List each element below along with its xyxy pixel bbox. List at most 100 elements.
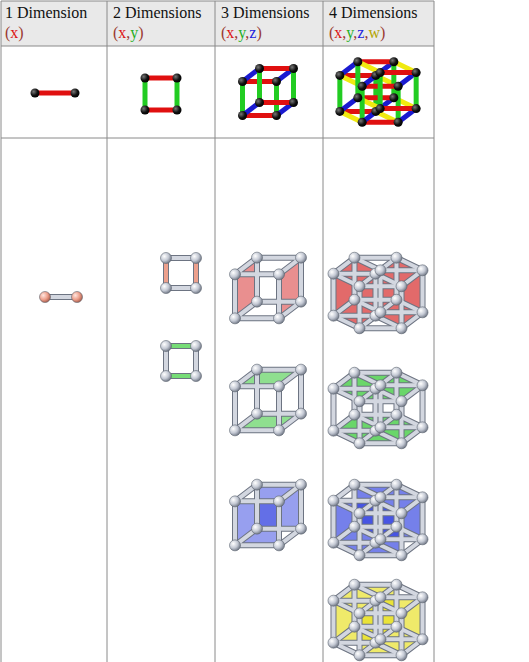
vertex-ball bbox=[328, 310, 339, 321]
vertex-ball bbox=[274, 425, 285, 436]
vertex-ball bbox=[230, 496, 241, 507]
vertex-ball bbox=[274, 269, 285, 280]
rod bbox=[277, 386, 281, 430]
vertex-ball bbox=[328, 537, 339, 548]
vertex-ball bbox=[396, 608, 407, 619]
axis-edge bbox=[145, 108, 177, 113]
vertex-ball bbox=[296, 523, 307, 534]
rod-outline bbox=[298, 485, 304, 529]
axis-edge bbox=[274, 81, 279, 115]
vertex-ball bbox=[354, 508, 365, 519]
vertex-ball bbox=[391, 579, 402, 590]
rod bbox=[381, 383, 423, 387]
vertex-ball bbox=[391, 409, 402, 420]
rod bbox=[381, 268, 423, 272]
vertex-dot bbox=[31, 89, 40, 98]
vertex-dot bbox=[141, 74, 150, 83]
axis-edge bbox=[396, 86, 401, 122]
axis-edge bbox=[257, 69, 262, 103]
rod bbox=[421, 385, 425, 427]
rod-outline bbox=[357, 286, 363, 328]
vertex-dot bbox=[289, 64, 298, 73]
rod bbox=[233, 501, 237, 545]
vertex-ball bbox=[328, 425, 339, 436]
rod-outline bbox=[276, 386, 282, 430]
vertex-dot bbox=[412, 68, 421, 77]
axis-edge bbox=[175, 78, 180, 110]
axis-edge bbox=[240, 81, 245, 115]
grid-line bbox=[1, 46, 434, 47]
rod-outline bbox=[357, 513, 363, 555]
vertex-ball bbox=[230, 269, 241, 280]
vertex-ball bbox=[396, 323, 407, 334]
vertex-ball bbox=[274, 540, 285, 551]
vertex-dot bbox=[289, 98, 298, 107]
vertex-ball bbox=[191, 253, 202, 264]
hypercube-figure bbox=[161, 341, 202, 382]
hypercube-figures bbox=[31, 57, 429, 661]
vertex-ball bbox=[391, 252, 402, 263]
vertex-dot bbox=[376, 68, 385, 77]
column-heading: 4 Dimensions bbox=[329, 4, 417, 22]
rod bbox=[381, 310, 423, 314]
vertex-ball bbox=[328, 268, 339, 279]
rod bbox=[381, 637, 423, 641]
vertex-ball bbox=[349, 621, 360, 632]
vertex-dot bbox=[358, 82, 367, 91]
vertex-ball bbox=[161, 253, 172, 264]
rod-outline bbox=[357, 401, 363, 443]
vertex-ball bbox=[274, 381, 285, 392]
rod bbox=[257, 368, 301, 372]
rod bbox=[255, 485, 259, 529]
axis-edge bbox=[380, 106, 416, 111]
grid-line bbox=[215, 1, 216, 662]
vertex-ball bbox=[417, 492, 428, 503]
column-heading: 3 Dimensions bbox=[221, 4, 309, 22]
vertex-ball bbox=[252, 252, 263, 263]
rod bbox=[235, 428, 279, 432]
rod-outline bbox=[330, 274, 336, 316]
vertex-ball bbox=[375, 634, 386, 645]
rod bbox=[381, 595, 423, 599]
vertex-dot bbox=[353, 57, 362, 66]
rod bbox=[233, 386, 237, 430]
rod bbox=[358, 513, 362, 555]
vertex-dot bbox=[353, 93, 362, 102]
rod bbox=[400, 513, 404, 555]
rod-outline bbox=[330, 601, 336, 643]
vertex-dot bbox=[335, 107, 344, 116]
vertex-ball bbox=[375, 492, 386, 503]
rod-outline bbox=[399, 286, 405, 328]
vertex-ball bbox=[349, 579, 360, 590]
rod-outline bbox=[330, 501, 336, 543]
highlight-face bbox=[333, 585, 354, 643]
rod bbox=[257, 256, 301, 260]
rod bbox=[277, 274, 281, 318]
vertex-ball bbox=[252, 523, 263, 534]
vertex-ball bbox=[252, 364, 263, 375]
vertex-ball bbox=[230, 425, 241, 436]
vertex-ball bbox=[417, 380, 428, 391]
rod bbox=[394, 585, 398, 627]
axis-list: (x,y,z) bbox=[221, 24, 262, 42]
rod-outline bbox=[232, 274, 238, 318]
hypercube-figure bbox=[161, 253, 202, 294]
vertex-ball bbox=[252, 296, 263, 307]
rod bbox=[400, 613, 404, 655]
rod-outline bbox=[399, 513, 405, 555]
grid-line bbox=[434, 1, 435, 662]
table-grid bbox=[1, 1, 434, 662]
rod-outline bbox=[257, 367, 301, 373]
vertex-dot bbox=[272, 111, 281, 120]
vertex-ball bbox=[375, 307, 386, 318]
rod bbox=[235, 316, 279, 320]
rod bbox=[421, 497, 425, 539]
vertex-ball bbox=[396, 396, 407, 407]
axis-edge bbox=[260, 100, 294, 105]
rod bbox=[255, 370, 259, 414]
axis-list: (x,y) bbox=[113, 24, 144, 42]
axis-list: (x,y,z,w) bbox=[329, 24, 385, 42]
rod bbox=[360, 441, 402, 445]
rod bbox=[299, 485, 303, 529]
